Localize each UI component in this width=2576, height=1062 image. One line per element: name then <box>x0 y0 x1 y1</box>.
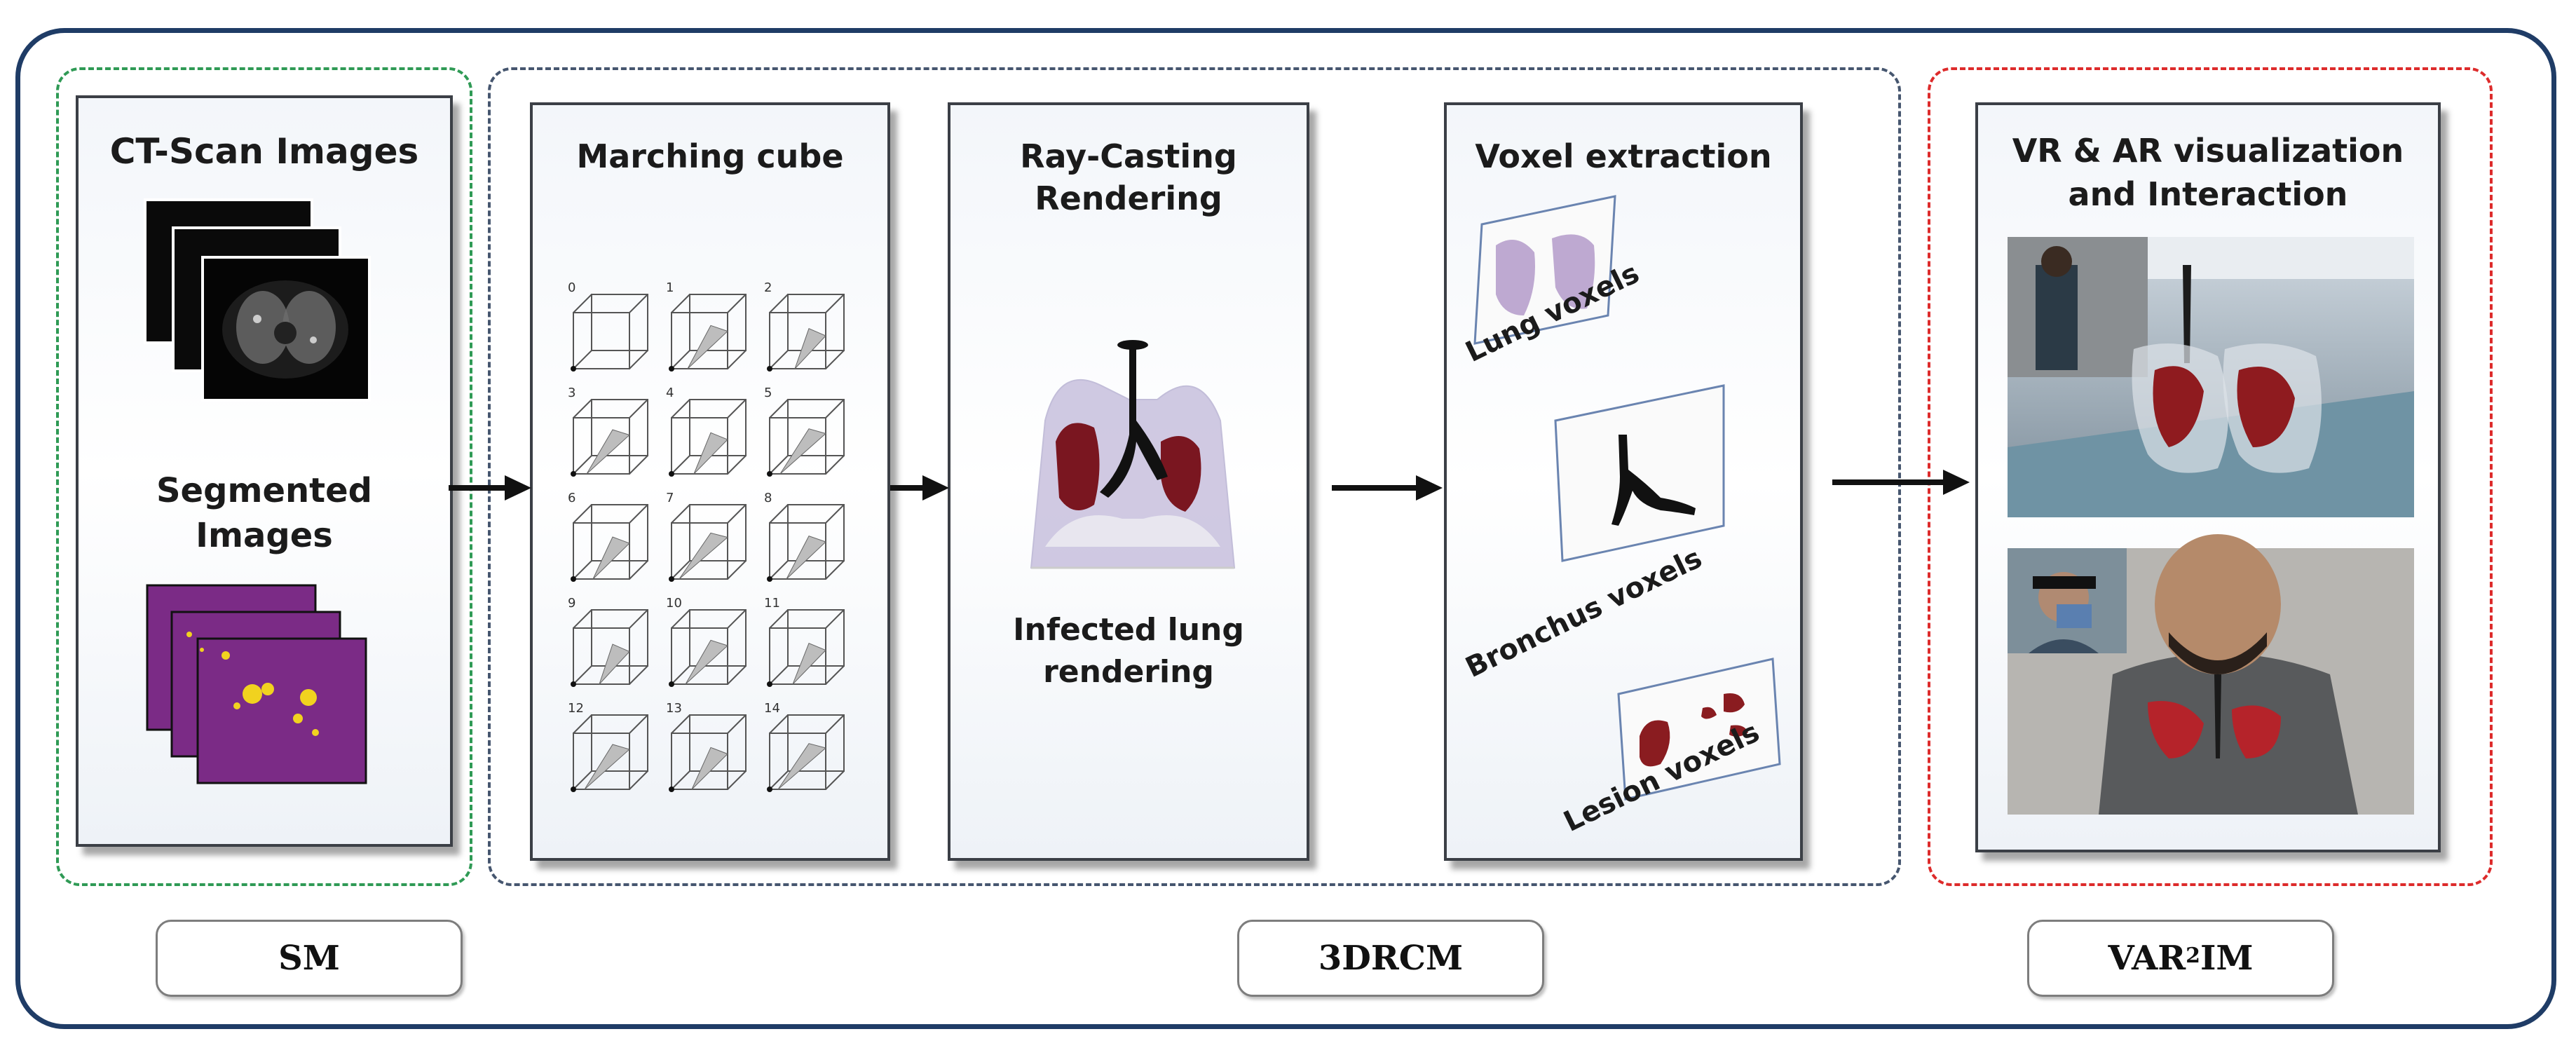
marching-cube-number: 6 <box>568 491 575 505</box>
ar-scene-image <box>2008 534 2414 815</box>
var2im-label-sup: 2 <box>2186 943 2200 968</box>
marching-cube-case: 10 <box>666 596 747 687</box>
marching-cube-case: 9 <box>568 596 648 687</box>
sm-module-label: SM <box>156 920 463 997</box>
marching-cube-number: 11 <box>764 596 780 611</box>
bronchus-voxel-image <box>1554 384 1725 562</box>
marching-cube-number: 14 <box>764 701 780 716</box>
marching-cube-number: 7 <box>666 491 674 505</box>
marching-cube-number: 12 <box>568 701 584 716</box>
arrow-raycast-to-voxel <box>1332 475 1443 501</box>
marching-cube-title: Marching cube <box>576 137 844 175</box>
voxel-extraction-title: Voxel extraction <box>1475 137 1772 175</box>
ct-scan-title: CT-Scan Images <box>109 131 419 172</box>
drcm-module-label: 3DRCM <box>1237 920 1544 997</box>
var2im-label-pre: VAR <box>2108 939 2186 978</box>
ray-casting-panel: Ray-Casting Rendering Infected lung rend… <box>948 102 1309 861</box>
marching-cube-number: 13 <box>666 701 682 716</box>
marching-cube-number: 2 <box>764 280 772 295</box>
marching-cube-case: 0 <box>568 280 648 372</box>
infected-lung-render <box>1030 340 1236 569</box>
marching-cube-case: 2 <box>764 280 845 372</box>
sm-module-text: SM <box>278 939 340 978</box>
arrow-sm-to-marching <box>449 475 531 501</box>
ray-casting-title-2: Rendering <box>1035 179 1222 217</box>
voxel-extraction-panel: Voxel extraction Lung voxels Bronchus vo… <box>1444 102 1803 861</box>
segmented-title-1: Segmented <box>156 471 373 510</box>
drcm-module-text: 3DRCM <box>1318 939 1464 978</box>
ray-casting-title-1: Ray-Casting <box>1020 137 1237 175</box>
marching-cube-number: 8 <box>764 491 772 505</box>
vr-scene-image <box>2008 237 2414 517</box>
marching-cube-case: 4 <box>666 386 747 477</box>
var2im-group-frame <box>1928 67 2493 886</box>
marching-cube-case: 3 <box>568 386 648 477</box>
ct-scan-stack <box>144 198 371 402</box>
vr-ar-title-2: and Interaction <box>2068 175 2348 213</box>
marching-cube-number: 1 <box>666 280 674 295</box>
infected-lung-caption-1: Infected lung <box>1013 612 1244 648</box>
marching-cube-case: 6 <box>568 491 648 582</box>
marching-cube-case: 11 <box>764 596 845 687</box>
marching-cube-number: 4 <box>666 386 674 400</box>
marching-cube-number: 10 <box>666 596 682 611</box>
segmented-title-2: Images <box>196 516 333 555</box>
var2im-label-post: IM <box>2200 939 2254 978</box>
segmented-image-stack <box>146 584 367 784</box>
marching-cube-case: 14 <box>764 701 845 792</box>
vr-ar-title-1: VR & AR visualization <box>2012 132 2404 170</box>
marching-cube-case: 13 <box>666 701 747 792</box>
sm-group-frame <box>56 67 472 886</box>
sm-panel: CT-Scan Images Segmented Images <box>76 95 453 847</box>
lesion-voxel-image <box>1617 658 1781 801</box>
marching-cube-case: 5 <box>764 386 845 477</box>
marching-cube-number: 5 <box>764 386 772 400</box>
marching-cube-case: 1 <box>666 280 747 372</box>
var2im-panel: VR & AR visualization and Interaction <box>1975 102 2441 852</box>
lung-voxel-image <box>1473 195 1616 345</box>
marching-cube-number: 3 <box>568 386 575 400</box>
marching-cube-case: 12 <box>568 701 648 792</box>
infected-lung-caption-2: rendering <box>1043 654 1214 690</box>
marching-cube-case: 7 <box>666 491 747 582</box>
arrow-voxel-to-var2im <box>1832 470 1970 495</box>
drcm-group-frame <box>488 67 1901 886</box>
marching-cube-number: 0 <box>568 280 575 295</box>
arrow-marching-to-raycast <box>890 475 949 501</box>
marching-cube-case: 8 <box>764 491 845 582</box>
marching-cube-number: 9 <box>568 596 575 611</box>
